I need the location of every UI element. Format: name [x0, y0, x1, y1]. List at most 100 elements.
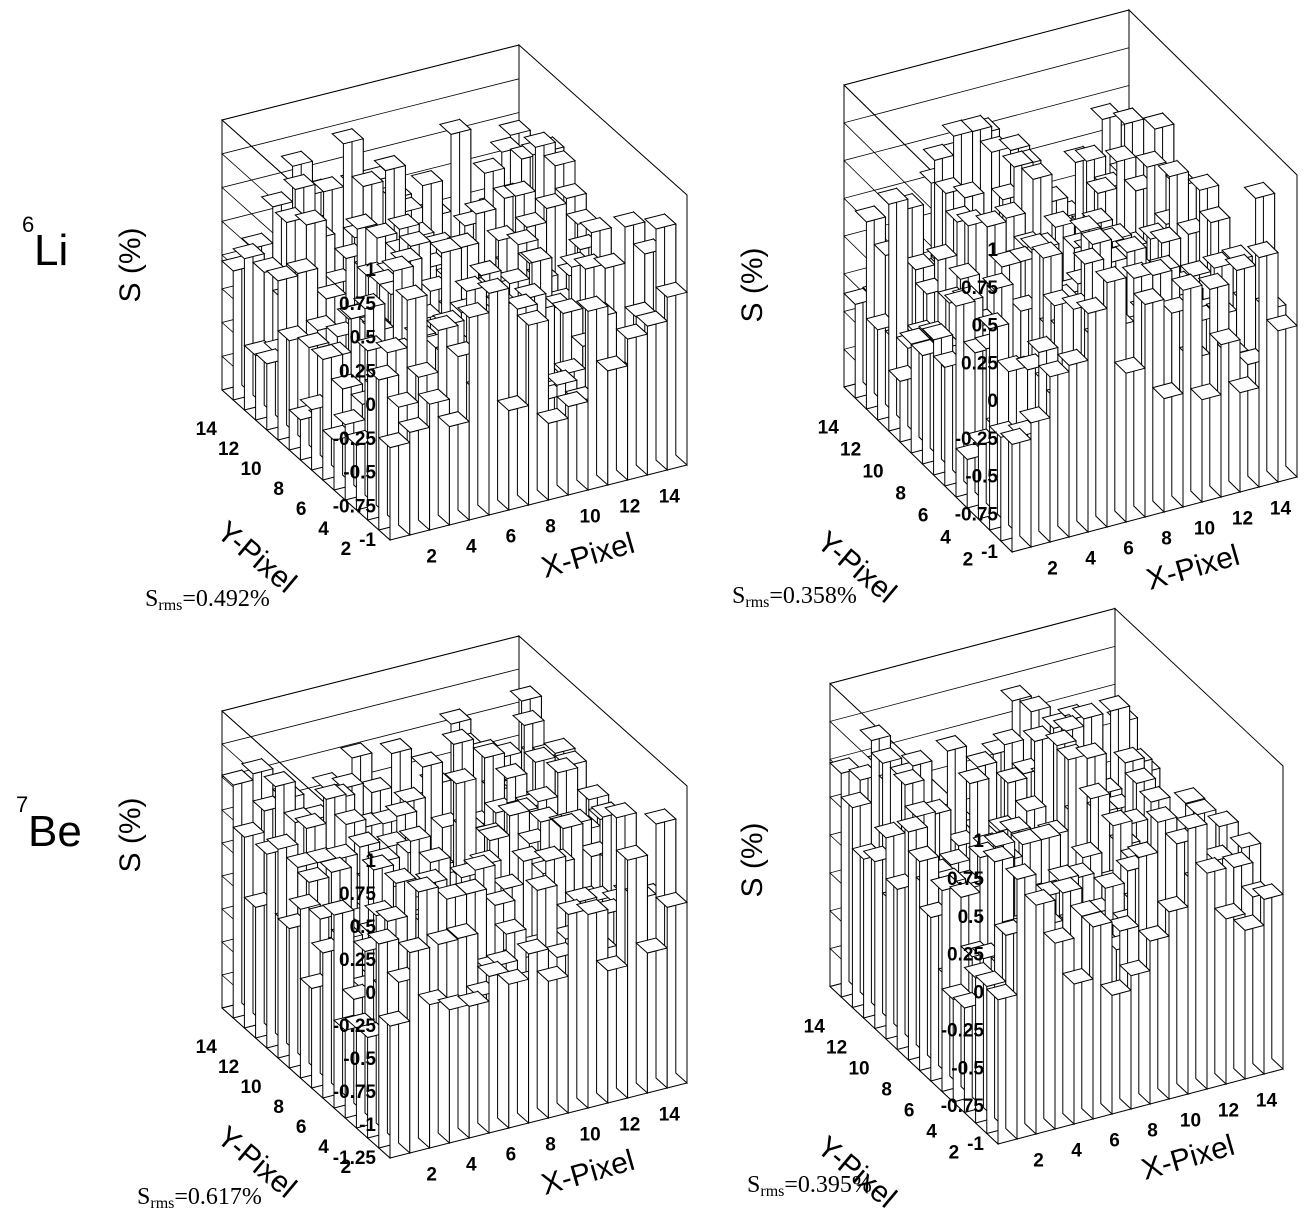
bar — [1037, 359, 1070, 543]
rms-symbol: S — [145, 586, 158, 612]
bar — [437, 410, 471, 526]
y-tick-label: 4 — [926, 1121, 937, 1142]
y-tick-label: 4 — [318, 1137, 329, 1158]
z-tick-label: 1 — [365, 851, 376, 872]
z-tick-label: 0 — [987, 391, 998, 412]
z-tick-label: 0.25 — [961, 353, 998, 374]
y-tick-label: 6 — [918, 506, 929, 527]
z-tick-labels: 10.750.50.250-0.25-0.5-0.75-1-1.25 — [333, 851, 377, 1169]
x-tick-label: 2 — [426, 547, 437, 568]
bars-group — [220, 43, 689, 542]
isotope-mass: 6 — [22, 212, 34, 237]
z-tick-label: 0.75 — [961, 278, 998, 299]
bar — [456, 301, 491, 521]
y-tick-label: 12 — [218, 1057, 239, 1078]
x-tick-label: 14 — [659, 487, 681, 508]
bar — [1246, 240, 1279, 488]
z-tick-label: -1 — [981, 542, 998, 563]
y-tick-label: 12 — [218, 439, 239, 460]
y-tick-label: 8 — [273, 479, 284, 500]
bar — [1080, 910, 1114, 1120]
y-tick-label: 10 — [240, 1077, 261, 1098]
z-tick-label: -0.5 — [343, 463, 376, 484]
bar — [536, 965, 570, 1119]
bars-group — [843, 8, 1298, 554]
x-tick-label: 8 — [545, 1135, 556, 1156]
bar — [397, 416, 431, 536]
rms-subscript: rms — [745, 594, 769, 611]
y-tick-label: 4 — [318, 519, 329, 540]
x-tick-label: 4 — [466, 537, 477, 558]
z-tick-label: -0.5 — [965, 467, 998, 488]
x-tick-label: 6 — [1109, 1131, 1120, 1152]
bar — [1118, 959, 1152, 1110]
z-tick-label: -1 — [967, 1134, 984, 1155]
panel-li6-right: 10.750.50.250-0.25-0.5-0.75-1 2468101214… — [732, 8, 1298, 611]
z-tick-label: 0.5 — [350, 917, 377, 938]
x-tick-label: 4 — [1085, 549, 1096, 570]
y-tick-label: 6 — [296, 499, 307, 520]
x-tick-label: 2 — [426, 1165, 437, 1186]
bar — [516, 937, 550, 1124]
bar — [1099, 978, 1133, 1115]
y-tick-label: 2 — [963, 550, 974, 571]
rms-symbol: S — [137, 1184, 150, 1210]
y-tick-label: 14 — [196, 1037, 218, 1058]
bar — [1175, 812, 1209, 1095]
y-tick-label: 8 — [273, 1097, 284, 1118]
bar — [1213, 902, 1247, 1085]
y-tick-label: 10 — [240, 459, 261, 480]
rms-value: =0.358% — [769, 583, 857, 609]
z-tick-label: 0.75 — [339, 884, 376, 905]
z-tick-label: 0.5 — [350, 328, 377, 349]
y-tick-label: 8 — [895, 484, 906, 505]
bar — [615, 844, 649, 1099]
y-tick-label: 6 — [904, 1100, 915, 1121]
bar — [1075, 296, 1108, 533]
isotope-mass: 7 — [16, 792, 28, 817]
bar — [476, 960, 510, 1134]
x-tick-label: 10 — [580, 1125, 601, 1146]
bar — [1004, 862, 1038, 1140]
z-tick-label: -0.75 — [333, 1082, 377, 1103]
z-tick-label: -1 — [359, 530, 376, 551]
rms-annotation: Srms=0.492% — [145, 586, 270, 614]
z-tick-label: 0.25 — [947, 945, 984, 966]
x-tick-label: 4 — [1071, 1141, 1082, 1162]
rms-value: =0.617% — [174, 1184, 262, 1210]
bar — [1194, 856, 1228, 1090]
bar — [1208, 327, 1241, 498]
bar — [654, 281, 689, 471]
y-tick-label: 6 — [296, 1117, 307, 1138]
x-tick-label: 6 — [506, 1145, 517, 1166]
z-tick-label: -0.25 — [333, 1016, 377, 1037]
bar — [595, 954, 629, 1104]
z-tick-label: -0.75 — [333, 496, 377, 517]
x-tick-label: 14 — [1256, 1091, 1278, 1112]
rms-symbol: S — [732, 583, 745, 609]
y-tick-label: 4 — [940, 528, 951, 549]
isotope-label-be7: 7 Be — [16, 792, 82, 856]
y-tick-label: 2 — [949, 1142, 960, 1163]
bar — [1061, 967, 1095, 1125]
x-tick-label: 6 — [1123, 539, 1134, 560]
rms-subscript: rms — [760, 1183, 784, 1200]
rms-annotation: Srms=0.617% — [137, 1184, 262, 1212]
panel-li6-left: 10.750.50.250-0.25-0.5-0.75-1 2468101214… — [114, 43, 689, 614]
x-tick-label: 4 — [466, 1155, 477, 1176]
bar — [1132, 287, 1165, 518]
x-tick-label: 14 — [659, 1105, 681, 1126]
x-tick-label: 10 — [580, 507, 601, 528]
z-tick-label: 0 — [365, 983, 376, 1004]
rms-subscript: rms — [158, 597, 182, 614]
z-axis-title: S (%) — [736, 823, 769, 898]
y-tick-label: 12 — [826, 1037, 847, 1058]
bar — [1137, 924, 1171, 1105]
z-tick-label: -0.5 — [343, 1049, 376, 1070]
z-tick-label: 0.5 — [972, 316, 999, 337]
z-tick-label: 0.25 — [339, 950, 376, 971]
z-tick-label: -0.25 — [941, 1020, 985, 1041]
